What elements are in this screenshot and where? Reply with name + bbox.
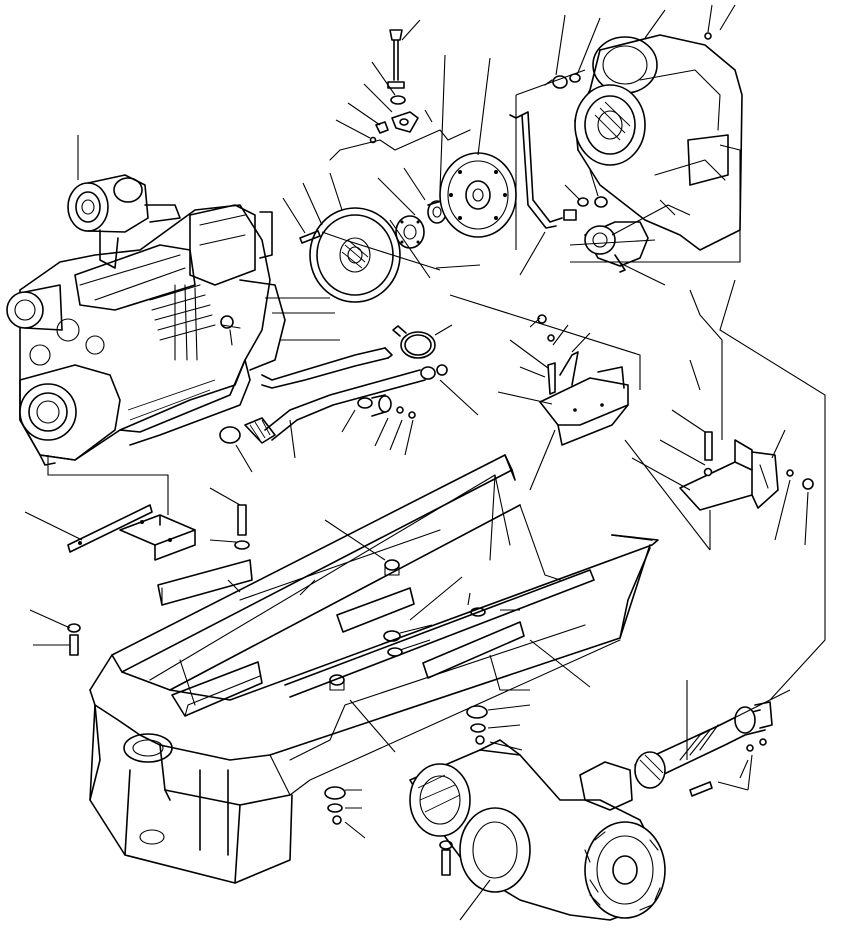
drive-plate xyxy=(439,152,517,238)
left-mounting-bracket xyxy=(67,504,253,606)
hose-clamp xyxy=(392,325,436,359)
frame-bolts xyxy=(67,504,488,876)
transmission xyxy=(544,32,743,251)
top-bolt-stack xyxy=(329,29,471,161)
hoses xyxy=(219,347,448,444)
flywheel-coupling xyxy=(299,207,425,303)
center-bracket xyxy=(537,314,629,446)
final-drive xyxy=(409,739,666,921)
engine xyxy=(6,174,286,466)
transmission-tube xyxy=(509,111,608,229)
hydraulic-pump xyxy=(584,221,649,273)
driveshaft xyxy=(579,701,773,811)
main-frame xyxy=(89,454,659,884)
leader-lines xyxy=(24,4,826,921)
small-fittings xyxy=(357,394,416,419)
right-bracket xyxy=(679,431,814,511)
